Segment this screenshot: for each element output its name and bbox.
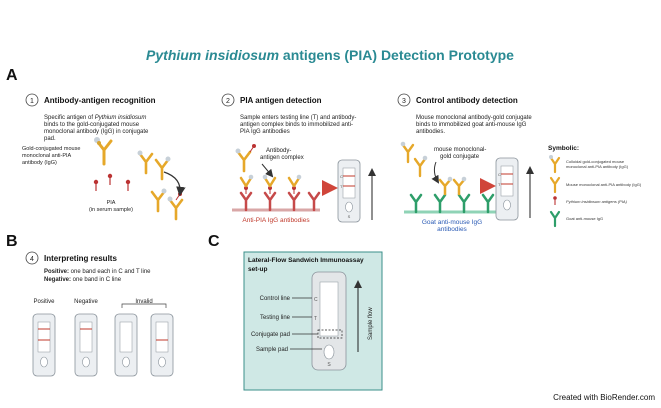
legend-mouse-antibody-icon xyxy=(549,176,561,194)
step-2-number: 2 xyxy=(226,98,230,105)
step-4-number: 4 xyxy=(30,256,34,263)
figure-title: Pythium insidiosum antigens (PIA) Detect… xyxy=(146,47,514,63)
test-strip-2 xyxy=(337,159,361,223)
gold-antibody-label-3: antibody (IgG) xyxy=(22,160,57,166)
legend-item-1-line-2: monoclonal anti-PIA antibody (IgG) xyxy=(566,164,629,169)
setup-title-2: set-up xyxy=(248,266,268,273)
step-4-heading: Interpreting results xyxy=(44,254,117,263)
complex-label-2: antigen complex xyxy=(260,155,304,161)
step-1-desc-line-2: binds to the gold-conjugated mouse xyxy=(44,122,140,128)
setup-sample-well xyxy=(323,344,335,360)
complex-arrow xyxy=(261,163,274,178)
legend-goat-icon xyxy=(549,210,561,228)
control-line-label: Control line xyxy=(260,296,291,302)
step-2-desc-line-3: PIA IgG antibodies xyxy=(240,129,290,135)
result-strip-invalid-2 xyxy=(150,313,174,377)
complex-label-1: Antibody- xyxy=(266,148,291,154)
sample-flow-label: Sample flow xyxy=(368,307,374,340)
step-1-number-circle xyxy=(25,93,39,107)
strip-2-t: T xyxy=(340,184,343,189)
setup-title-1: Lateral-Flow Sandwich Immunoassay xyxy=(248,257,364,264)
step-1: 1 Antibody-antigen recognition Specific … xyxy=(22,93,186,221)
legend-gold-antibody-icon xyxy=(549,155,561,174)
step-2-number-circle xyxy=(221,93,235,107)
free-conjugate-icons xyxy=(400,141,428,178)
step-3-number-circle xyxy=(397,93,411,107)
anti-pia-antibody-icons xyxy=(239,174,321,212)
legend-item-4: Goat anti-mouse IgG xyxy=(566,216,603,221)
step-2-desc-line-2: antigen complex binds to immobilized ant… xyxy=(240,122,353,128)
gold-antibody-label-1: Gold-conjugated mouse xyxy=(22,146,80,152)
setup-panel: Lateral-Flow Sandwich Immunoassay set-up… xyxy=(243,251,383,391)
legend-item-1-line-1: Colloidal gold-conjugated mouse xyxy=(566,159,625,164)
setup-window xyxy=(319,281,339,337)
gold-antibody-label-2: monoclonal anti-PIA xyxy=(22,153,72,159)
result-strip-invalid-1 xyxy=(114,313,138,377)
binding-arrow xyxy=(163,171,186,197)
goat-label-2: antibodies xyxy=(437,226,467,233)
pia-antigen-icons xyxy=(93,173,131,191)
symbolic-legend: Symbolic: Colloidal gold-conjugated mous… xyxy=(548,145,642,228)
col-positive: Positive xyxy=(33,299,55,305)
negative-line: Negative: one band in C line xyxy=(44,277,122,283)
strip-2-s: S xyxy=(348,214,351,219)
testing-line-label: Testing line xyxy=(260,315,291,321)
col-invalid: Invalid xyxy=(135,299,152,305)
positive-line: Positive: one band each in C and T line xyxy=(44,269,151,275)
step-3-desc-line-3: antibodies. xyxy=(416,129,445,135)
panel-label-a: A xyxy=(6,67,18,84)
conjugate-pad-label: Conjugate pad xyxy=(251,332,290,338)
antibody-cluster-icon xyxy=(137,150,184,221)
floating-complex-icon xyxy=(235,144,256,173)
sample-pad-label: Sample pad xyxy=(256,347,288,353)
strip-3-t: T xyxy=(498,182,501,187)
step-3-heading: Control antibody detection xyxy=(416,96,518,105)
anti-pia-label: Anti-PIA IgG antibodies xyxy=(242,217,310,224)
step-3-number: 3 xyxy=(402,98,406,105)
goat-label-1: Goat anti-mouse IgG xyxy=(422,219,482,226)
symbolic-heading: Symbolic: xyxy=(548,145,579,152)
step-4-number-circle xyxy=(25,251,39,265)
legend-pia-icon xyxy=(553,196,557,205)
gold-antibody-icon xyxy=(94,137,113,166)
conjugate-arrow xyxy=(431,161,440,184)
setup-s: S xyxy=(327,362,331,368)
legend-item-3: Pythium insidiosum antigens (PIA) xyxy=(566,199,628,204)
step-2-desc-line-1: Sample enters testing line (T) and antib… xyxy=(240,115,356,121)
step-3-desc-line-1: Mouse monoclonal antibody-gold conjugate xyxy=(416,115,532,121)
step-1-heading: Antibody-antigen recognition xyxy=(44,96,156,105)
biorender-credit: Created with BioRender.com xyxy=(553,393,655,402)
invalid-bracket xyxy=(121,303,167,308)
step-2-heading: PIA antigen detection xyxy=(240,96,322,105)
step-1-desc-line-4: pad. xyxy=(44,136,56,142)
setup-t: T xyxy=(314,316,317,322)
conjugate-label-2: gold conjugate xyxy=(440,154,480,160)
setup-c: C xyxy=(314,297,318,303)
conjugate-label-1: mouse monoclonal- xyxy=(434,147,486,153)
strip-2-c: C xyxy=(340,174,343,179)
col-negative: Negative xyxy=(74,299,98,305)
pia-label-1: PIA xyxy=(107,200,116,206)
strip-3-c: C xyxy=(498,172,501,177)
pia-label-2: (in serum sample) xyxy=(89,207,133,213)
goat-anti-mouse-icons xyxy=(409,176,495,214)
step-1-desc-line-3: monoclonal antibody (IgG) in conjugate xyxy=(44,129,149,135)
step-2: 2 PIA antigen detection Sample enters te… xyxy=(221,93,376,224)
test-strip-3 xyxy=(495,157,519,221)
result-strip-positive xyxy=(32,313,56,377)
step-1-desc-line-1: Specific antigen of Pythium insidiosum xyxy=(44,115,146,121)
panel-label-b: B xyxy=(6,233,18,250)
legend-item-2: Mouse monoclonal anti-PIA antibody (IgG) xyxy=(566,182,642,187)
panel-label-c: C xyxy=(208,233,220,250)
step-1-number: 1 xyxy=(30,98,34,105)
result-strip-negative xyxy=(74,313,98,377)
step-4: 4 Interpreting results Positive: one ban… xyxy=(25,251,174,377)
step-3-desc-line-2: binds to immobilized goat anti-mouse IgG xyxy=(416,122,527,128)
step-3: 3 Control antibody detection Mouse monoc… xyxy=(397,93,534,233)
